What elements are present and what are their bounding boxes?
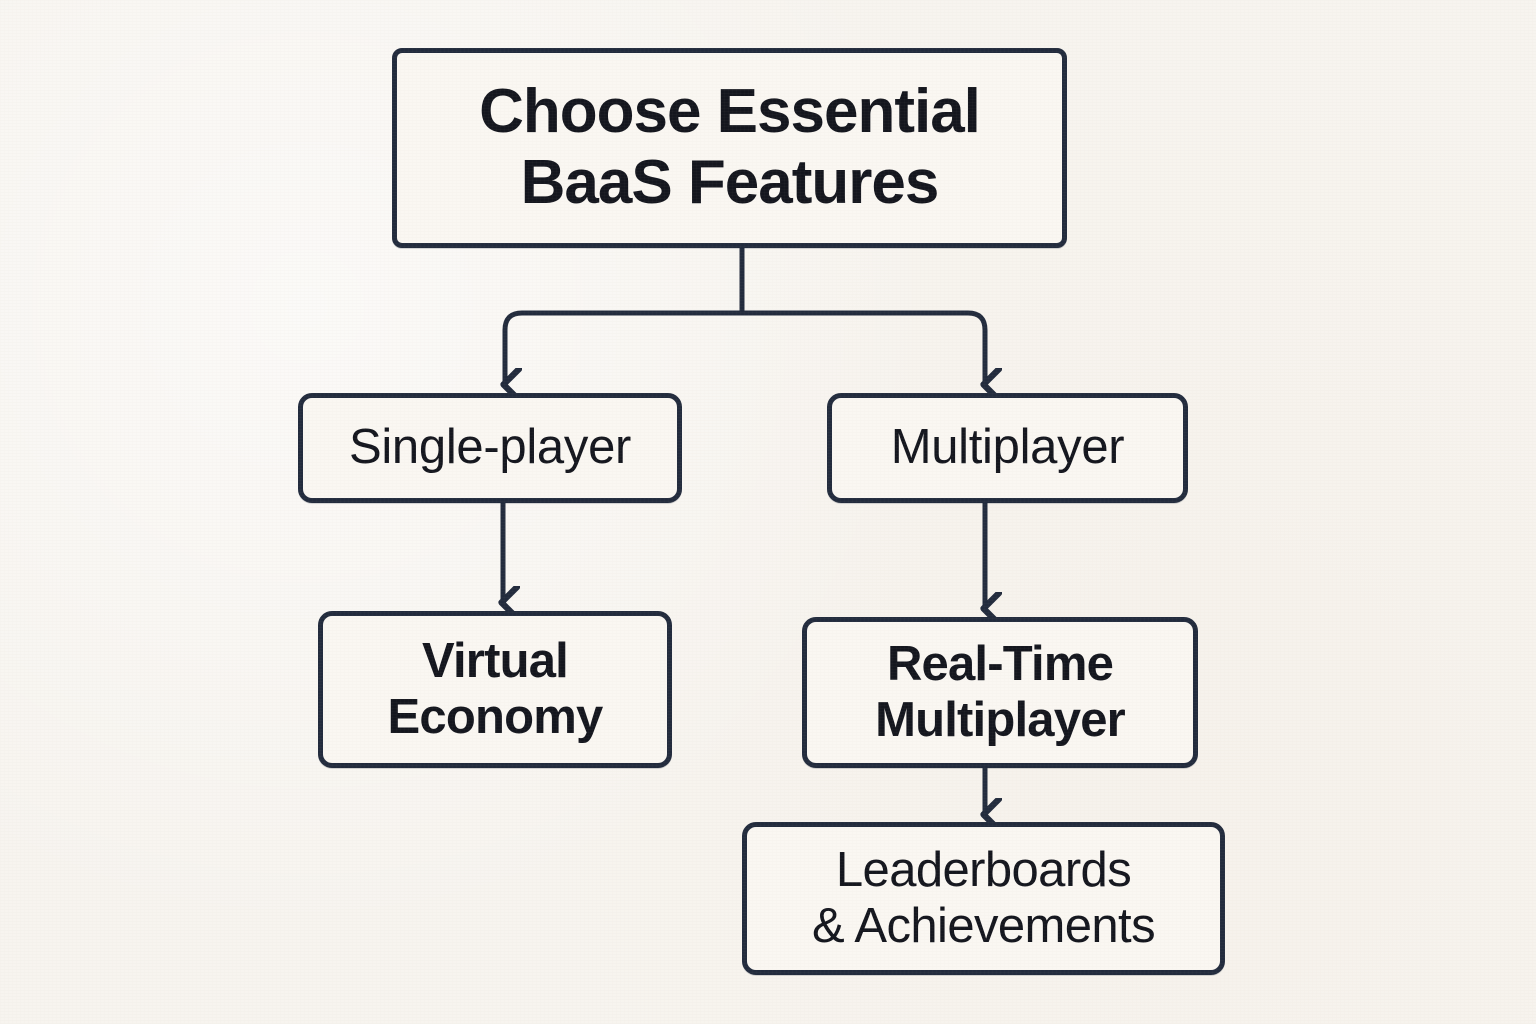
node-single-player[interactable]: Single-player bbox=[298, 393, 682, 503]
node-multiplayer[interactable]: Multiplayer bbox=[827, 393, 1188, 503]
node-single-player-label: Single-player bbox=[348, 420, 632, 475]
edge-root-to-multiplayer bbox=[739, 310, 985, 384]
node-leaderboards-achievements-label: Leaderboards & Achievements bbox=[812, 842, 1156, 953]
node-virtual-economy[interactable]: Virtual Economy bbox=[318, 611, 672, 768]
node-root[interactable]: Choose Essential BaaS Features bbox=[392, 48, 1067, 248]
node-root-label: Choose Essential BaaS Features bbox=[479, 77, 981, 217]
node-virtual-economy-label: Virtual Economy bbox=[387, 633, 604, 744]
node-multiplayer-label: Multiplayer bbox=[890, 420, 1125, 475]
node-real-time-multiplayer[interactable]: Real-Time Multiplayer bbox=[802, 617, 1198, 768]
node-real-time-multiplayer-label: Real-Time Multiplayer bbox=[875, 636, 1126, 747]
edge-root-to-single-player bbox=[505, 310, 745, 384]
node-leaderboards-achievements[interactable]: Leaderboards & Achievements bbox=[742, 822, 1225, 975]
